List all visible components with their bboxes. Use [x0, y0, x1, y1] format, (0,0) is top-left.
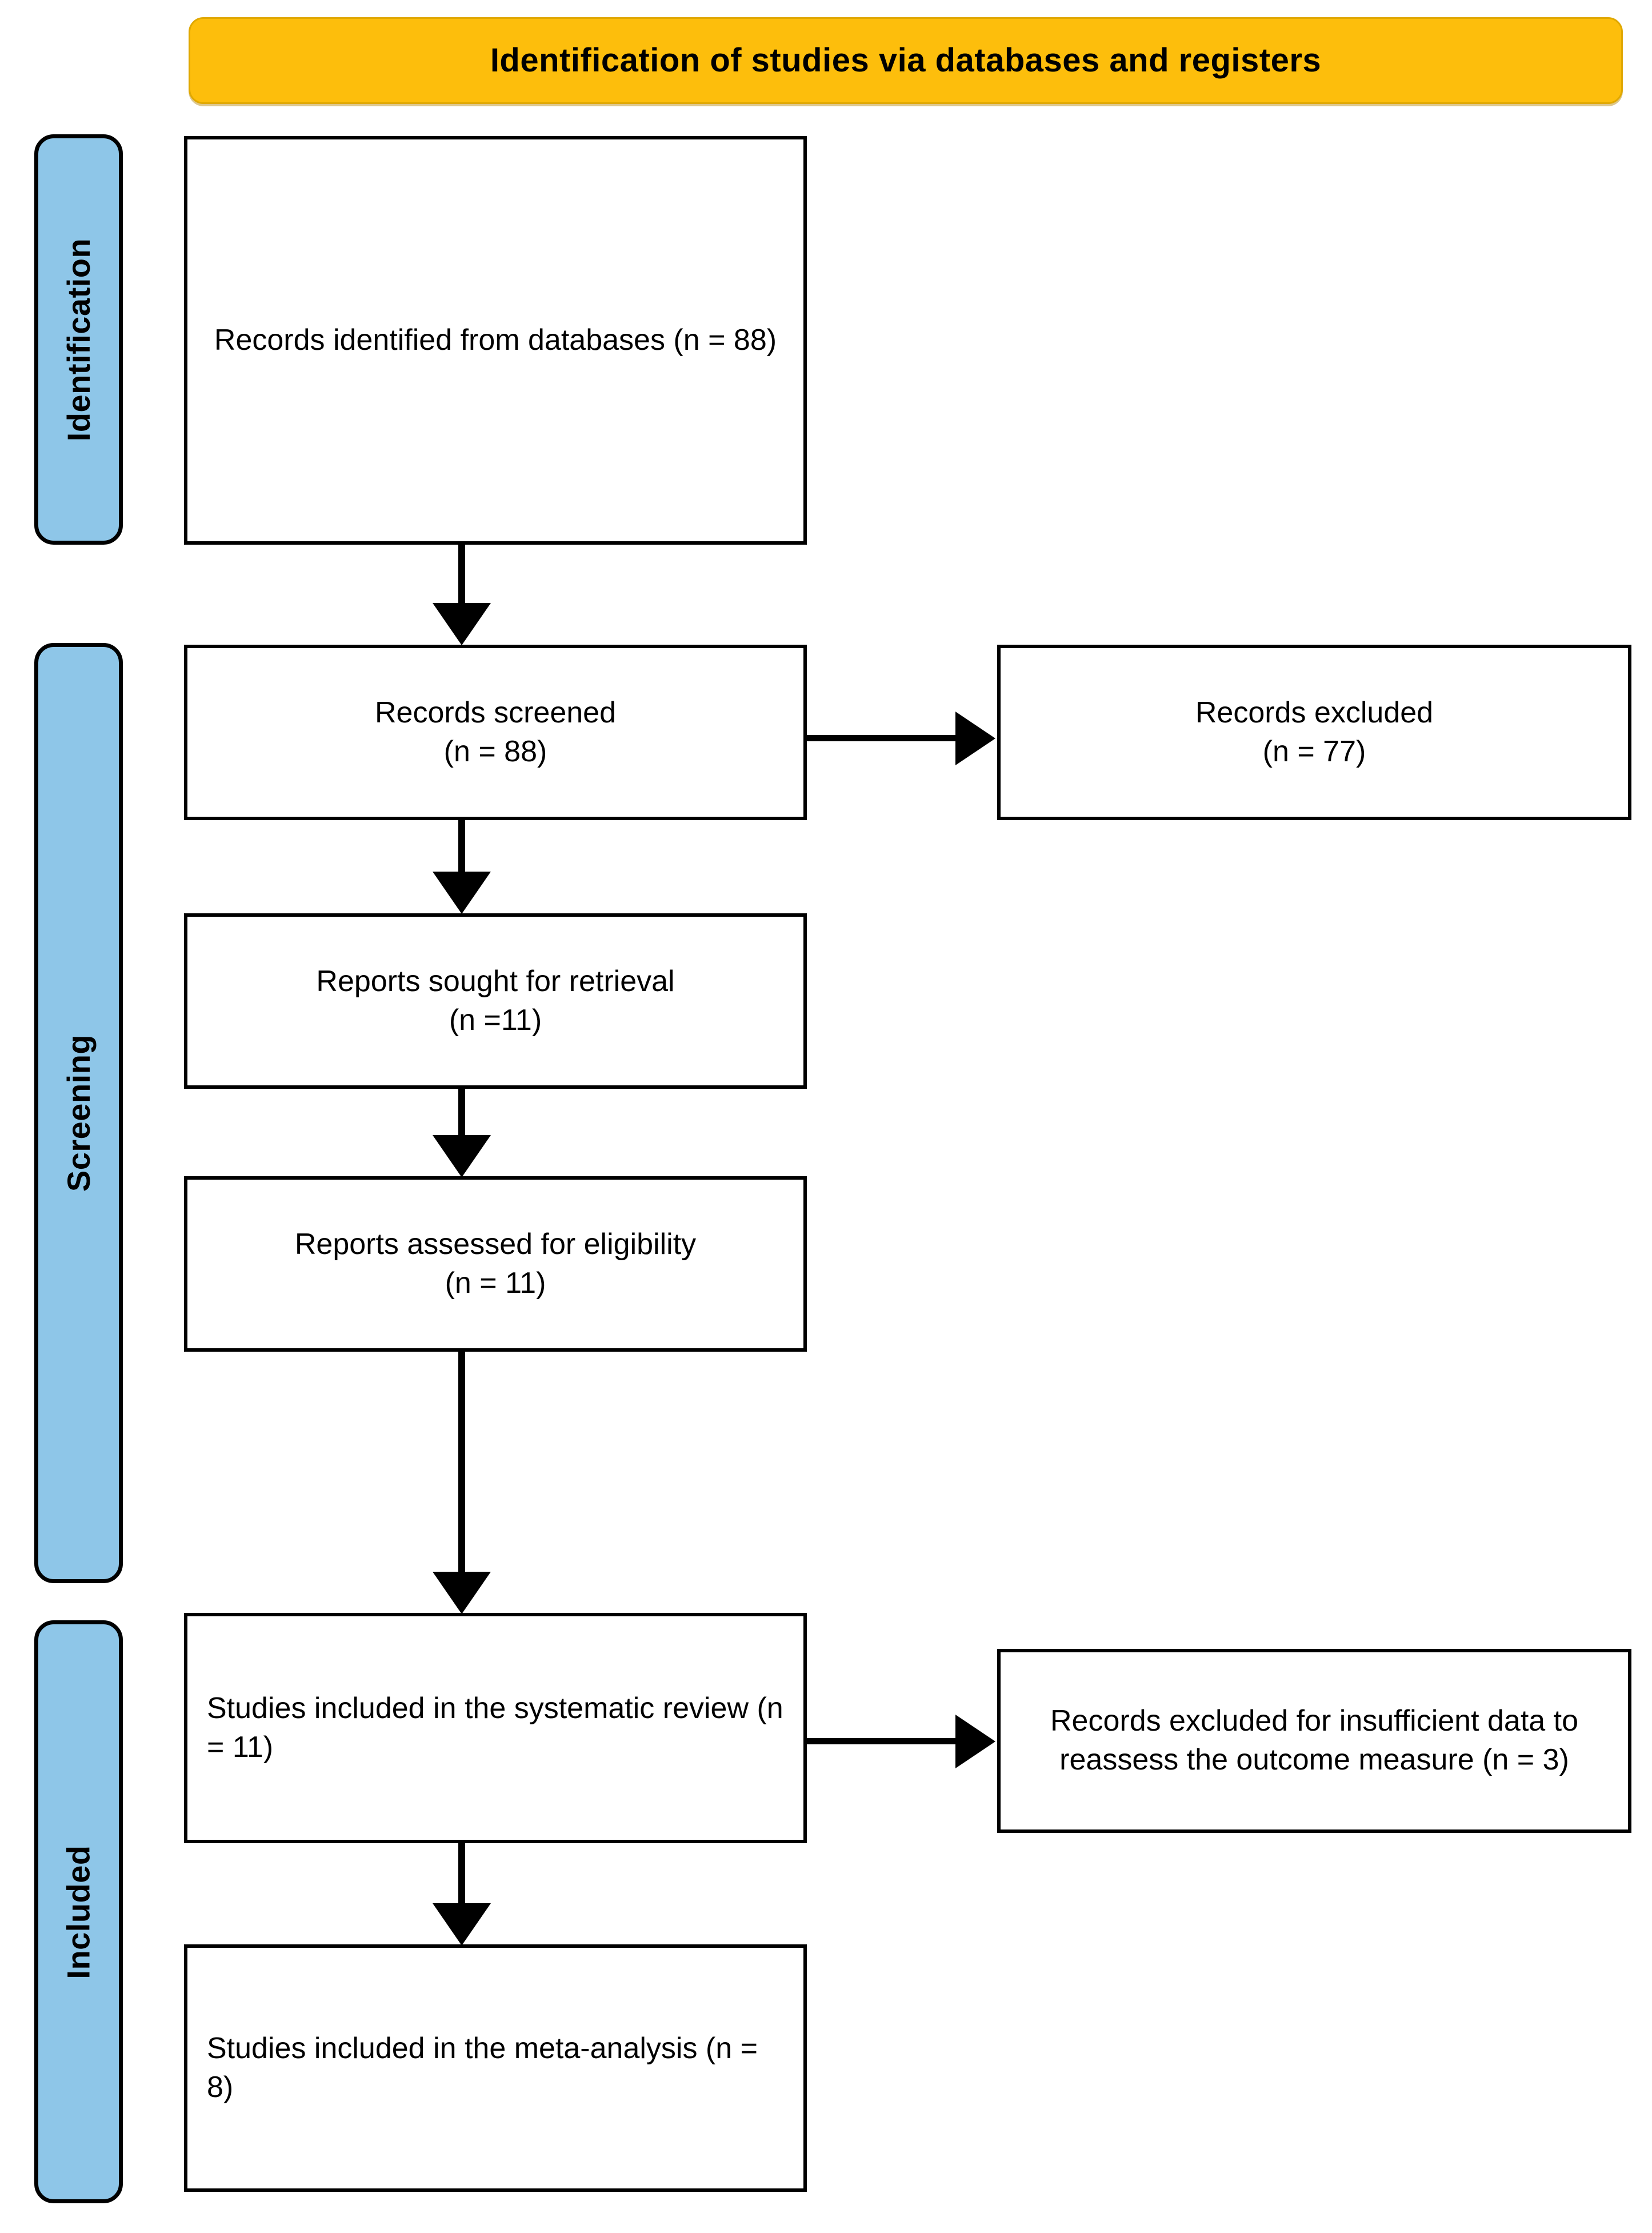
arrow-assessed-to-systematic-line [458, 1352, 465, 1575]
arrow-screened-to-excluded-head-icon [955, 712, 995, 765]
node-records-excluded-insufficient: Records excluded for insufficient data t… [997, 1649, 1631, 1833]
node-studies-meta-analysis-text: Studies included in the meta-analysis (n… [207, 2031, 758, 2104]
arrow-sought-to-assessed-line [458, 1089, 465, 1140]
node-reports-sought: Reports sought for retrieval(n =11) [184, 913, 807, 1089]
stage-label-included-text: Included [61, 1844, 97, 1979]
arrow-screened-to-sought-head-icon [433, 872, 491, 914]
arrow-systematic-to-excluded-insufficient-head-icon [955, 1715, 995, 1768]
diagram-title: Identification of studies via databases … [490, 42, 1322, 79]
node-reports-assessed: Reports assessed for eligibility(n = 11) [184, 1176, 807, 1352]
node-records-screened-text: Records screened(n = 88) [375, 696, 616, 768]
node-studies-systematic-review: Studies included in the systematic revie… [184, 1613, 807, 1843]
arrow-systematic-to-excluded-insufficient-line [807, 1738, 957, 1744]
node-reports-sought-text: Reports sought for retrieval(n =11) [316, 964, 675, 1037]
stage-label-included: Included [34, 1620, 123, 2203]
node-studies-systematic-review-text: Studies included in the systematic revie… [207, 1691, 783, 1764]
arrow-identified-to-screened-line [458, 545, 465, 613]
arrow-sought-to-assessed-head-icon [433, 1135, 491, 1177]
node-records-excluded: Records excluded(n = 77) [997, 645, 1631, 820]
stage-label-identification: Identification [34, 134, 123, 545]
stage-label-identification-text: Identification [61, 238, 97, 441]
stage-label-screening-text: Screening [61, 1034, 97, 1192]
stage-label-screening: Screening [34, 643, 123, 1583]
arrow-assessed-to-systematic-head-icon [433, 1572, 491, 1614]
arrow-systematic-to-meta-line [458, 1843, 465, 1903]
diagram-header-banner: Identification of studies via databases … [189, 17, 1623, 104]
arrow-systematic-to-meta-head-icon [433, 1903, 491, 1946]
arrow-screened-to-sought-line [458, 820, 465, 877]
node-records-excluded-text: Records excluded(n = 77) [1195, 696, 1434, 768]
node-records-identified-text: Records identified from databases (n = 8… [214, 323, 777, 357]
node-records-excluded-insufficient-text: Records excluded for insufficient data t… [1050, 1704, 1578, 1776]
node-records-identified: Records identified from databases (n = 8… [184, 136, 807, 545]
arrow-screened-to-excluded-line [807, 735, 957, 741]
node-reports-assessed-text: Reports assessed for eligibility(n = 11) [294, 1227, 697, 1300]
node-studies-meta-analysis: Studies included in the meta-analysis (n… [184, 1944, 807, 2192]
node-records-screened: Records screened(n = 88) [184, 645, 807, 820]
arrow-identified-to-screened-head-icon [433, 603, 491, 645]
